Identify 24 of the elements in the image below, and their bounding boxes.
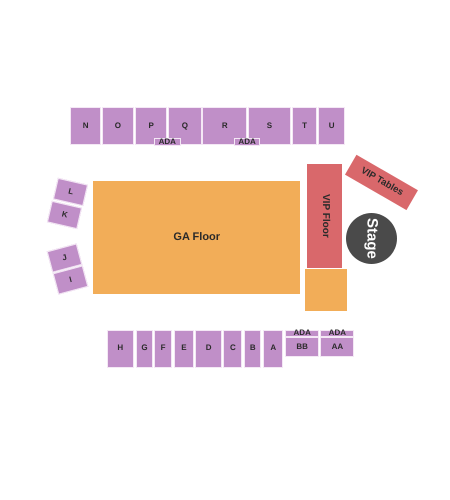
- seating-section: AA: [320, 337, 354, 358]
- seating-section: O: [102, 107, 134, 146]
- seating-section: T: [292, 107, 318, 146]
- seating-section: B: [244, 330, 262, 368]
- seating-section: C: [223, 330, 242, 368]
- seating-section: H: [106, 330, 134, 368]
- ada-section: ADA: [320, 330, 354, 338]
- floor-area: [305, 268, 347, 311]
- seating-section: K: [46, 200, 82, 229]
- seating-section: G: [136, 330, 154, 368]
- seating-section: I: [52, 266, 88, 295]
- general-admission-floor: GA Floor: [93, 181, 300, 294]
- vip-floor-section: VIP Floor: [306, 164, 342, 268]
- seating-section: J: [46, 244, 83, 273]
- seating-section: U: [318, 107, 345, 146]
- seating-section: N: [70, 107, 101, 146]
- seating-section: BB: [285, 337, 320, 358]
- seating-section: D: [194, 330, 222, 368]
- stage: Stage: [346, 212, 398, 264]
- seating-section: L: [52, 178, 88, 206]
- seating-section: E: [174, 330, 194, 368]
- ada-section: ADA: [285, 330, 320, 338]
- seating-section: F: [154, 330, 172, 368]
- seating-section: A: [263, 330, 284, 368]
